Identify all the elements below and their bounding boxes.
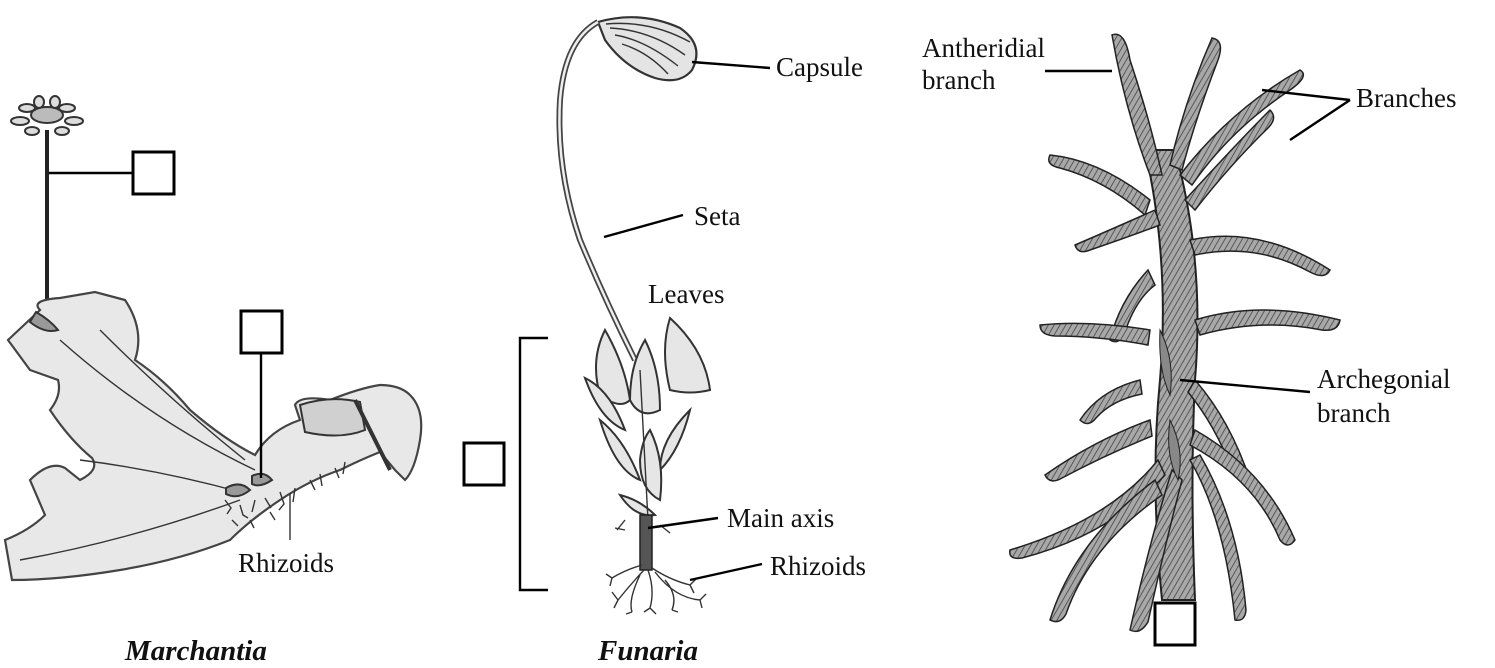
funaria-main-axis-label: Main axis [727, 503, 834, 533]
funaria-rhizoids-label: Rhizoids [770, 551, 866, 581]
funaria-capsule [596, 16, 698, 82]
funaria-seta [556, 19, 638, 362]
marchantia-receptacle [10, 95, 84, 136]
archegonial-branch-label-line1: Archegonial [1317, 364, 1450, 394]
antheridial-branch-label-line2: branch [922, 65, 996, 95]
funaria-panel: Capsule Seta Leaves Main axis Rhizoids F… [462, 16, 866, 667]
antheridial-branch-label-line1: Antheridial [922, 33, 1045, 63]
marchantia-answer-box-1[interactable] [131, 150, 176, 196]
marchantia-panel: Rhizoids Marchantia [3, 95, 423, 667]
funaria-leaves-label: Leaves [648, 279, 724, 309]
funaria-answer-box[interactable] [462, 441, 506, 487]
marchantia-thallus [3, 290, 423, 582]
funaria-bracket [518, 336, 548, 592]
funaria-caption: Funaria [597, 635, 698, 667]
funaria-main-axis [639, 514, 653, 571]
archegonial-branch-label-line2: branch [1317, 398, 1391, 428]
branches-label: Branches [1356, 83, 1456, 113]
marchantia-answer-box-2[interactable] [239, 309, 284, 355]
marchantia-caption: Marchantia [124, 635, 267, 667]
funaria-leafy-shoot [583, 316, 712, 517]
marchantia-rhizoids-label: Rhizoids [238, 548, 334, 578]
funaria-capsule-label: Capsule [776, 52, 863, 82]
funaria-seta-label: Seta [694, 201, 741, 231]
third-plant-panel: Antheridial branch Branches Archegonial … [922, 33, 1456, 647]
third-plant-answer-box[interactable] [1153, 601, 1197, 647]
third-plant-branches [1009, 33, 1341, 633]
